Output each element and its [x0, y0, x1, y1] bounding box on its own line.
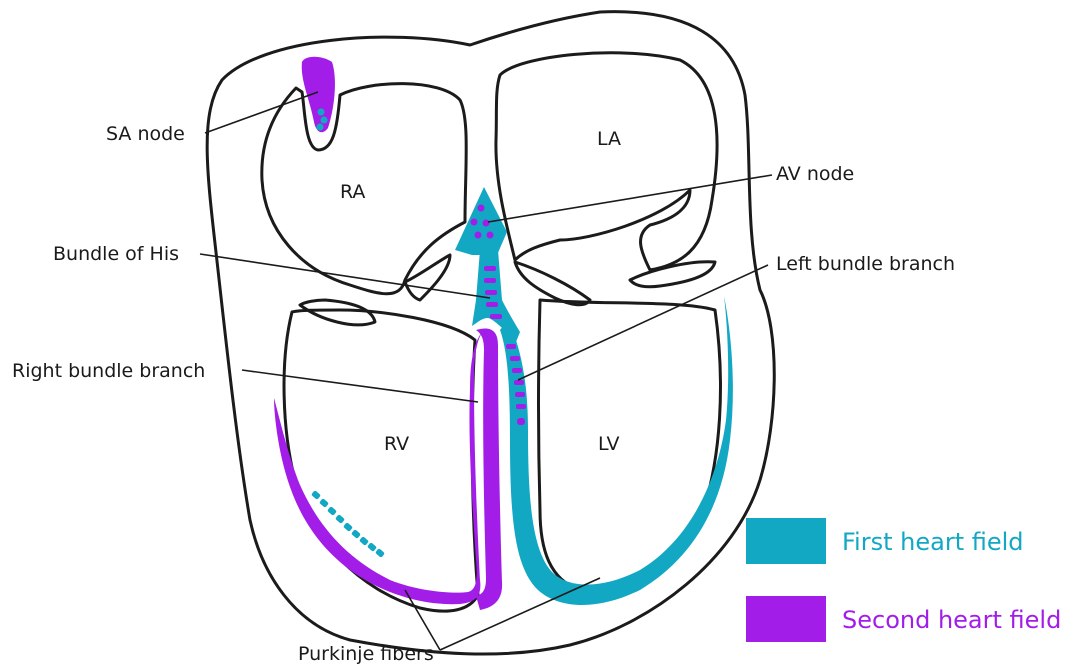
label-bundle-of-his: Bundle of His: [53, 243, 179, 265]
purkinje-stripe: [335, 514, 345, 524]
chamber-label-la: LA: [597, 128, 621, 150]
left-branch-stripe: [506, 344, 516, 349]
label-purkinje-fibers: Purkinje fibers: [298, 643, 434, 665]
lv-chamber-wall: [539, 300, 721, 592]
chamber-label-ra: RA: [340, 181, 365, 203]
his-stripe: [490, 314, 502, 319]
av-node-dot: [487, 232, 494, 239]
chamber-label-lv: LV: [598, 433, 620, 455]
legend-swatch-second: [746, 596, 826, 642]
ra-fold: [300, 300, 375, 325]
left-branch-stripe: [514, 380, 524, 385]
legend-label-first: First heart field: [842, 528, 1024, 556]
right-bundle-branch-shape: [274, 328, 486, 604]
his-stripe: [485, 290, 497, 295]
right-bundle-branch-leader: [242, 370, 478, 402]
his-stripe: [484, 278, 496, 283]
sa-node-leader: [205, 92, 318, 133]
purkinje-stripe: [359, 536, 369, 546]
left-branch-stripe: [510, 356, 520, 361]
conduction-second-field: [274, 328, 502, 610]
label-right-bundle-branch: Right bundle branch: [12, 360, 205, 382]
legend-swatch-first: [746, 518, 826, 564]
his-stripe: [484, 266, 496, 271]
la-chamber-wall: [496, 53, 717, 270]
purkinje-stripe: [327, 506, 337, 516]
left-branch-stripe: [512, 368, 522, 373]
his-stripe: [486, 302, 498, 307]
purkinje-stripe: [367, 542, 377, 552]
left-branch-stripe: [516, 404, 526, 409]
purkinje-stripe: [343, 522, 353, 532]
av-node-dot: [483, 220, 490, 227]
sa-node-dot: [317, 124, 324, 131]
chamber-label-rv: RV: [384, 433, 409, 455]
label-left-bundle-branch: Left bundle branch: [776, 253, 955, 275]
sa-node-dot: [318, 109, 325, 116]
purkinje-stripe: [311, 490, 321, 500]
av-node-shape: [455, 187, 507, 255]
purkinje-leader-right: [440, 578, 600, 650]
av-node-dot: [478, 205, 485, 212]
left-branch-stripe: [517, 418, 525, 425]
av-node-dot: [471, 219, 478, 226]
rv-chamber-wall: [284, 310, 478, 611]
purkinje-stripe: [375, 548, 385, 558]
legend: First heart field Second heart field: [746, 518, 1061, 642]
av-node-leader: [488, 175, 772, 222]
la-fold: [630, 262, 715, 287]
tricuspid-leaflet: [405, 255, 450, 300]
av-node-dot: [475, 232, 482, 239]
mitral-leaflet: [515, 262, 590, 305]
sa-node-dot: [321, 117, 328, 124]
left-branch-stripe: [515, 392, 525, 397]
purkinje-stripe: [319, 498, 329, 508]
label-av-node: AV node: [776, 163, 854, 185]
purkinje-stripe: [351, 529, 361, 539]
bundle-of-his-leader: [200, 254, 490, 298]
right-branch-upper-band: [476, 329, 502, 610]
legend-label-second: Second heart field: [842, 606, 1061, 634]
label-sa-node: SA node: [106, 123, 185, 145]
